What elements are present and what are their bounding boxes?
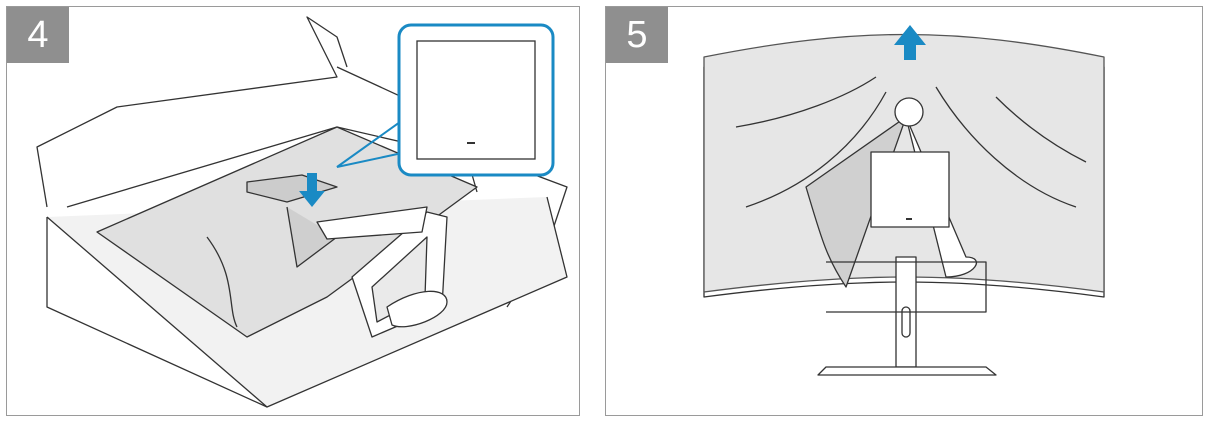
step-5-panel: 5 [605,6,1203,416]
up-arrow-icon [894,25,926,60]
step-5-illustration [703,25,1105,376]
step-4-panel: 4 [6,6,580,416]
down-arrow-icon [299,173,325,207]
step-5-badge: 5 [606,7,668,63]
step-4-illustration [36,16,568,408]
magnify-callout [336,23,555,177]
step-4-badge: 4 [7,7,69,63]
